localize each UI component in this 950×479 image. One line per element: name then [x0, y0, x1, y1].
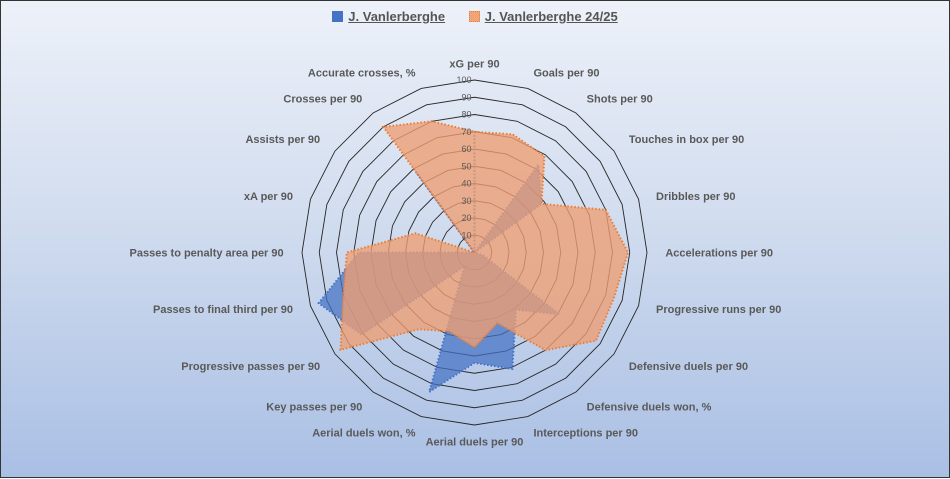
- tick-label: 80: [461, 110, 471, 120]
- category-label: Interceptions per 90: [533, 427, 638, 439]
- category-label: Aerial duels per 90: [426, 436, 524, 448]
- category-label: Aerial duels won, %: [312, 427, 416, 439]
- category-label: Accurate crosses, %: [308, 68, 416, 80]
- tick-label: 20: [461, 213, 471, 223]
- category-label: Shots per 90: [587, 94, 653, 106]
- category-label: Dribbles per 90: [656, 191, 735, 203]
- tick-label: 100: [456, 75, 471, 85]
- category-label: Key passes per 90: [266, 401, 362, 413]
- category-label: Passes to final third per 90: [153, 304, 293, 316]
- series-area-2: [341, 121, 628, 350]
- tick-label: 60: [461, 144, 471, 154]
- tick-label: 30: [461, 196, 471, 206]
- tick-label: 10: [461, 230, 471, 240]
- category-label: Defensive duels per 90: [629, 361, 748, 373]
- category-label: Goals per 90: [533, 68, 599, 80]
- tick-label: 70: [461, 127, 471, 137]
- category-label: Progressive runs per 90: [656, 304, 781, 316]
- tick-label: 90: [461, 92, 471, 102]
- tick-label: 40: [461, 179, 471, 189]
- category-label: Defensive duels won, %: [587, 401, 712, 413]
- category-label: Passes to penalty area per 90: [130, 248, 284, 260]
- category-label: Progressive passes per 90: [181, 361, 320, 373]
- category-label: Crosses per 90: [283, 94, 362, 106]
- category-label: Assists per 90: [245, 134, 320, 146]
- tick-label: 50: [461, 161, 471, 171]
- category-label: xA per 90: [244, 191, 293, 203]
- category-label: Accelerations per 90: [665, 248, 773, 260]
- category-label: Touches in box per 90: [629, 134, 744, 146]
- category-label: xG per 90: [449, 59, 499, 71]
